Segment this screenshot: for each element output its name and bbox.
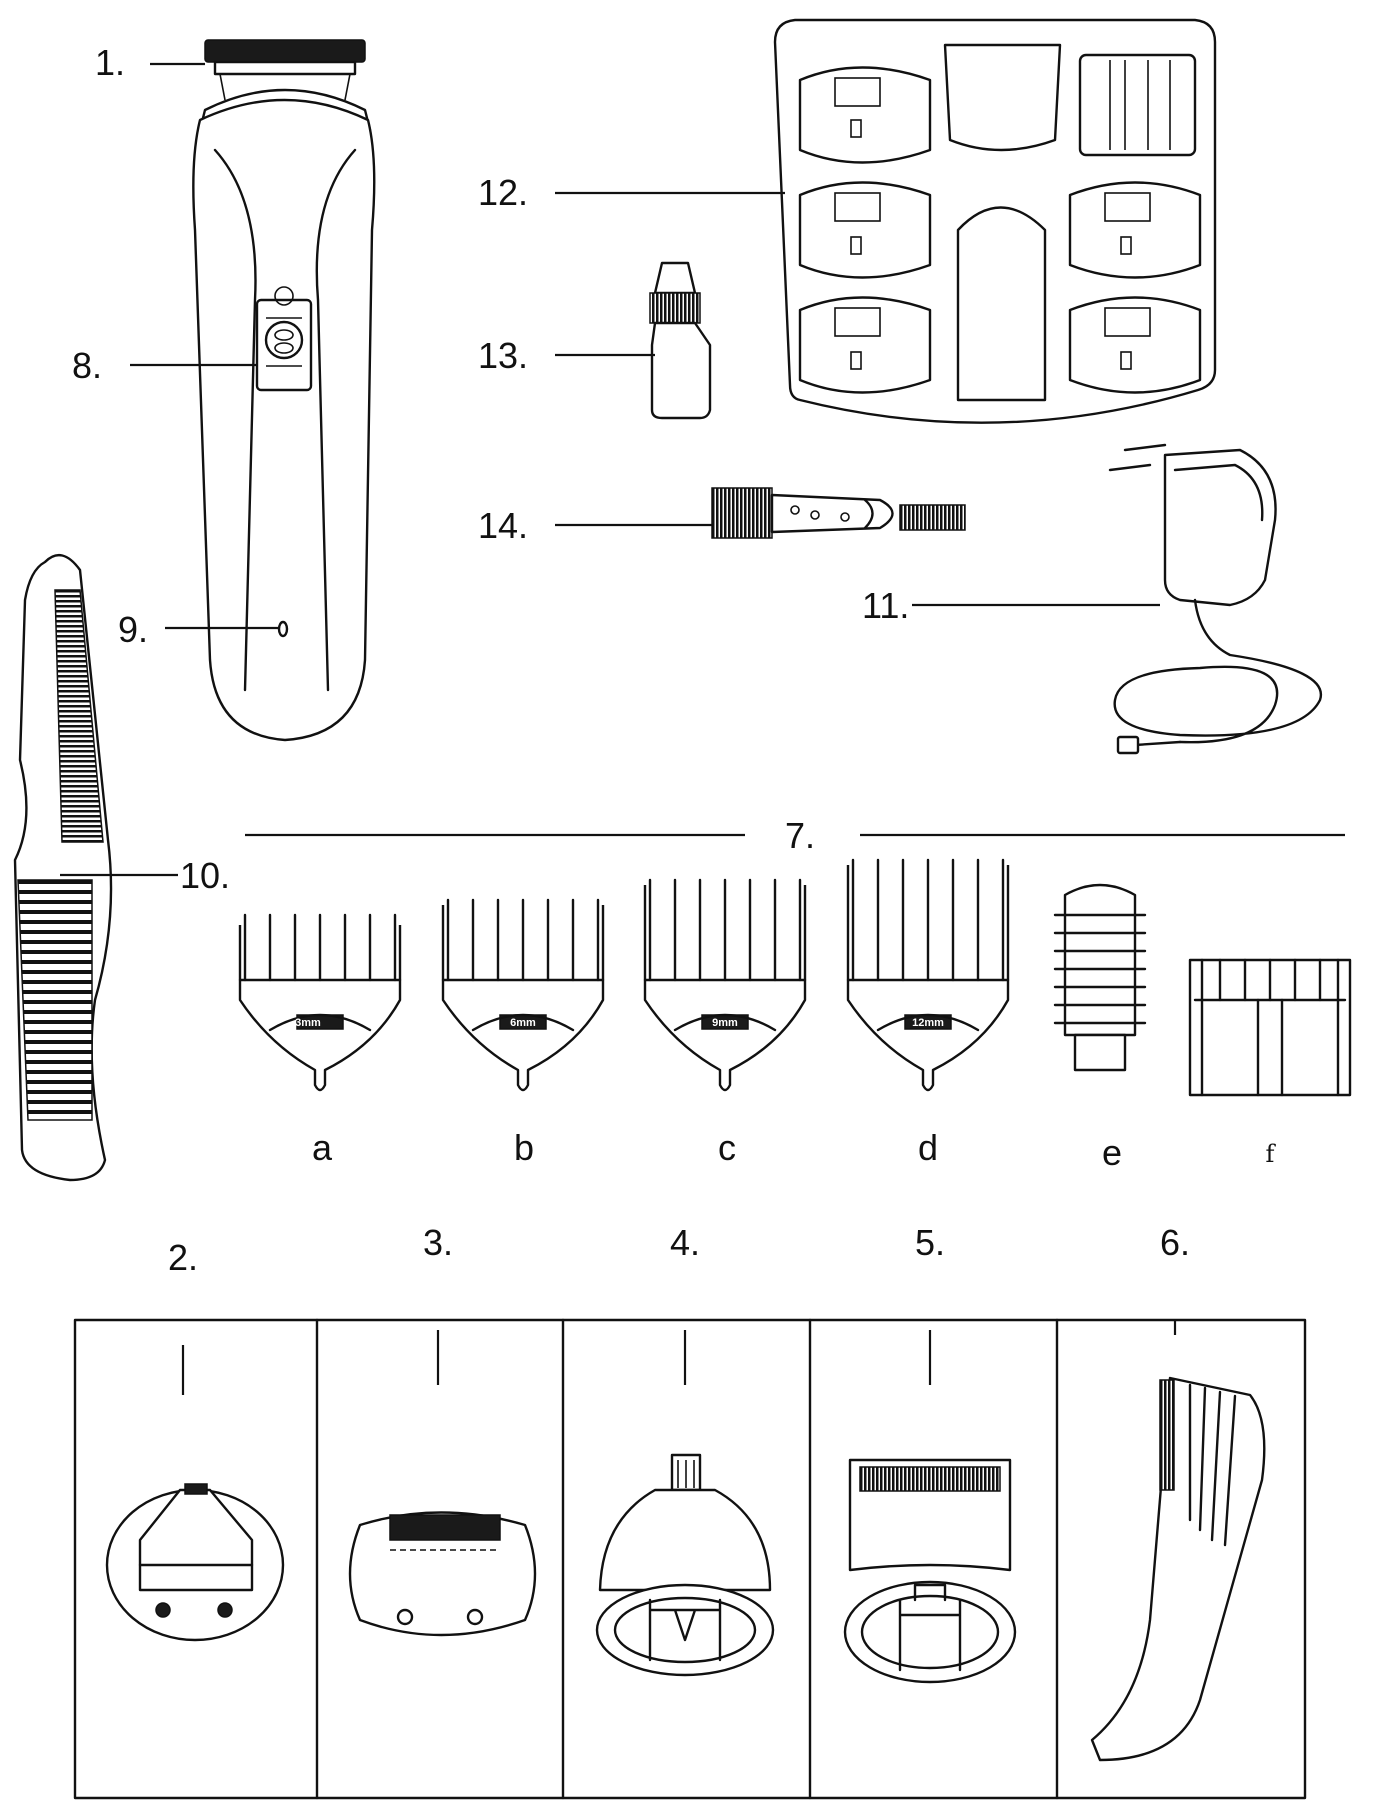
oil-bottle — [649, 261, 712, 420]
comb-c-size: 9mm — [712, 1017, 738, 1029]
charging-stand — [773, 18, 1217, 424]
comb-d — [846, 858, 1010, 1092]
label-8: 8. — [72, 345, 102, 386]
label-5: 5. — [915, 1222, 945, 1263]
label-10: 10. — [180, 855, 230, 896]
label-3: 3. — [423, 1222, 453, 1263]
label-12: 12. — [478, 172, 528, 213]
label-7: 7. — [785, 815, 815, 856]
hair-comb — [13, 553, 113, 1182]
comb-a — [238, 913, 402, 1092]
comb-label-f: f — [1266, 1140, 1277, 1168]
comb-f — [1188, 958, 1352, 1097]
comb-e — [1053, 883, 1147, 1072]
label-4: 4. — [670, 1222, 700, 1263]
guide-combs — [238, 833, 1352, 1097]
comb-label-d: d — [918, 1127, 938, 1168]
label-2: 2. — [168, 1237, 198, 1278]
comb-a-size: 3mm — [295, 1017, 321, 1029]
label-1: 1. — [95, 42, 125, 83]
comb-b — [441, 898, 605, 1092]
label-14: 14. — [478, 505, 528, 546]
label-9: 9. — [118, 609, 148, 650]
cleaning-brush — [711, 487, 966, 539]
label-6: 6. — [1160, 1222, 1190, 1263]
comb-label-a: a — [312, 1127, 333, 1168]
comb-b-size: 6mm — [510, 1017, 536, 1029]
comb-label-e: e — [1102, 1132, 1122, 1173]
attachment-6 — [1090, 1376, 1266, 1762]
comb-label-c: c — [718, 1127, 736, 1168]
power-adapter — [1108, 443, 1323, 755]
label-11: 11. — [862, 585, 909, 626]
attachment-3 — [348, 1511, 537, 1637]
leader-lines — [60, 62, 1177, 1395]
label-13: 13. — [478, 335, 528, 376]
attachment-4 — [595, 1453, 775, 1677]
attachments-table — [73, 1318, 1307, 1800]
attachment-2 — [105, 1483, 285, 1642]
trimmer-body — [192, 39, 376, 742]
comb-c — [643, 878, 807, 1092]
comb-label-b: b — [514, 1127, 534, 1168]
comb-d-size: 12mm — [912, 1017, 944, 1029]
attachment-5 — [843, 1458, 1017, 1684]
